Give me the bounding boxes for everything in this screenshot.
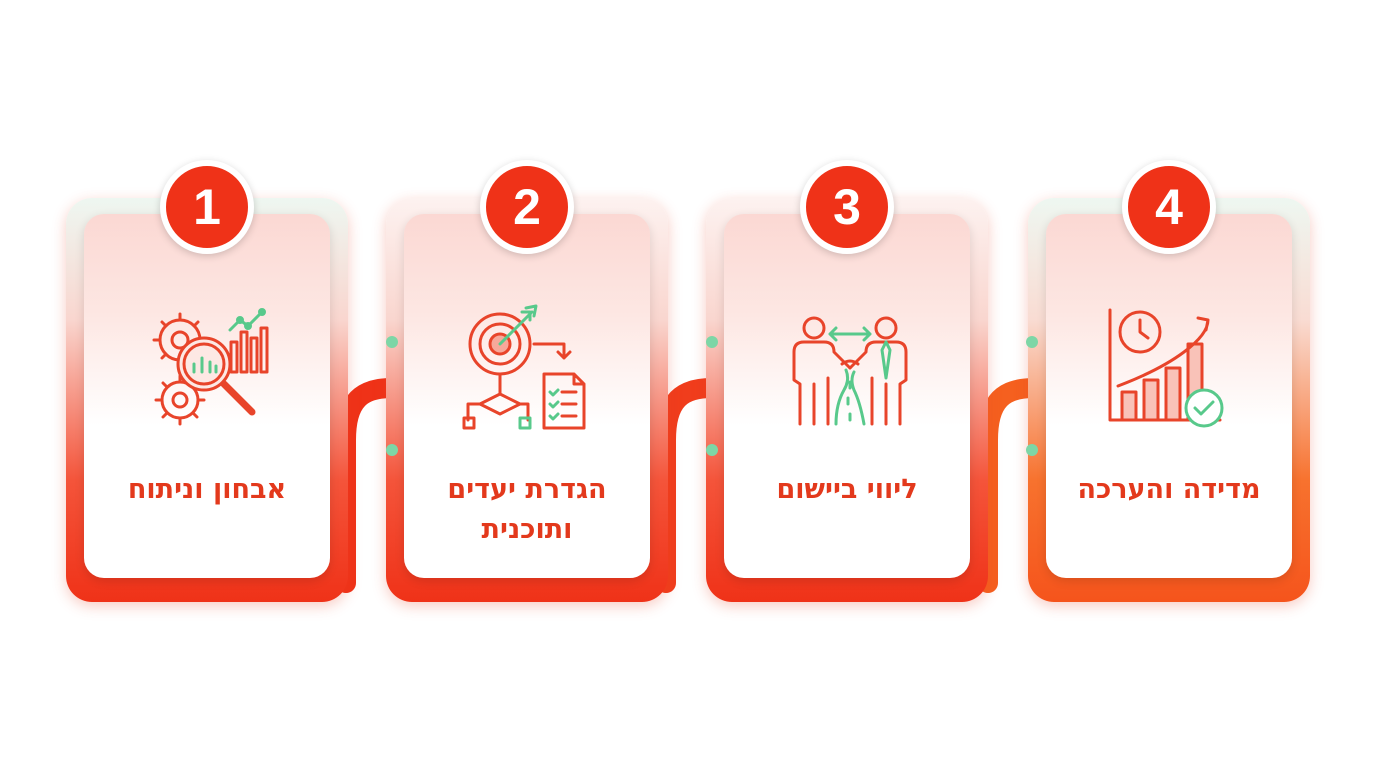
step-1-title: אבחון וניתוח bbox=[127, 474, 287, 505]
step-1-number-badge: 1 bbox=[160, 160, 254, 254]
step-3-number-badge: 3 bbox=[800, 160, 894, 254]
step-3-title: ליווי ביישום bbox=[776, 474, 918, 505]
decor-dot bbox=[1026, 336, 1038, 348]
step-2-title: הגדרת יעדים ותוכנית bbox=[447, 474, 607, 545]
step-1-card bbox=[84, 214, 330, 578]
decor-dot bbox=[386, 444, 398, 456]
gears-magnifier-chart-icon bbox=[140, 300, 280, 440]
step-4-number-badge: 4 bbox=[1122, 160, 1216, 254]
decor-dot bbox=[706, 336, 718, 348]
handshake-road-icon bbox=[780, 300, 920, 440]
decor-dot bbox=[706, 444, 718, 456]
target-flowchart-checklist-icon bbox=[460, 300, 600, 440]
step-3-card bbox=[724, 214, 970, 578]
decor-dot bbox=[386, 336, 398, 348]
step-4-title: מדידה והערכה bbox=[1077, 474, 1261, 505]
step-2-card bbox=[404, 214, 650, 578]
step-2-number-badge: 2 bbox=[480, 160, 574, 254]
clock-growth-chart-check-icon bbox=[1100, 300, 1240, 440]
decor-dot bbox=[1026, 444, 1038, 456]
